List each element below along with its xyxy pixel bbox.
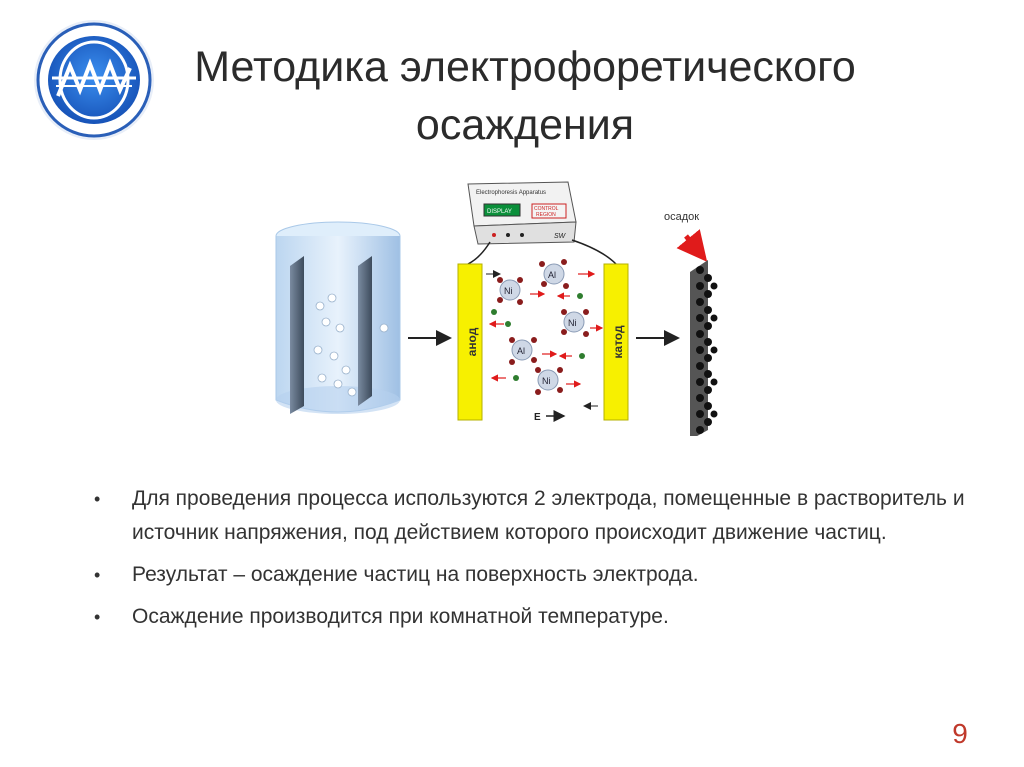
bullet-icon: • (94, 489, 101, 509)
list-item: • Для проведения процесса используются 2… (92, 482, 972, 550)
particle-ni-1: Ni (504, 286, 513, 296)
apparatus-label: Electrophoresis Apparatus (476, 190, 546, 196)
deposit-label: осадок (664, 211, 699, 223)
electrophoresis-diagram: Electrophoresis Apparatus DISPLAY CONTRO… (275, 181, 718, 436)
particle-ni-2: Ni (568, 318, 577, 328)
deposit-electrode: осадок (664, 211, 718, 436)
cathode-label: катод (611, 325, 625, 359)
page-title: Методика электрофоретического осаждения (175, 38, 875, 154)
power-supply-icon: Electrophoresis Apparatus DISPLAY CONTRO… (467, 181, 617, 265)
bullet-text: Для проведения процесса используются 2 э… (132, 487, 965, 544)
title-line-1: Методика электрофоретического (194, 43, 856, 91)
anode-label: анод (465, 327, 479, 356)
cathode-electrode: катод (603, 263, 629, 421)
bullet-text: Осаждение производится при комнатной тем… (132, 605, 669, 628)
beaker-icon (275, 221, 401, 414)
deposit-arrow-icon (676, 229, 708, 262)
particle-al-1: Al (548, 270, 556, 280)
particle-al-2: Al (517, 346, 525, 356)
list-item: • Результат – осаждение частиц на поверх… (92, 558, 972, 592)
bullet-icon: • (94, 565, 101, 585)
field-label: E (534, 412, 541, 423)
bullet-text: Результат – осаждение частиц на поверхно… (132, 563, 699, 586)
control-label-1: CONTROL (534, 206, 559, 212)
bullet-icon: • (94, 607, 101, 627)
title-line-2: осаждения (415, 101, 635, 149)
institute-logo-icon (34, 20, 154, 140)
particle-ni-3: Ni (542, 376, 551, 386)
particle-cluster: Al Ni Ni Al Ni (486, 259, 604, 423)
control-label-2: REGION (536, 212, 556, 218)
display-label: DISPLAY (487, 209, 512, 215)
anode-electrode: анод (457, 263, 483, 421)
bullet-list: • Для проведения процесса используются 2… (92, 482, 972, 642)
sw-label: SW (554, 233, 567, 240)
page-number: 9 (952, 718, 968, 749)
list-item: • Осаждение производится при комнатной т… (92, 600, 972, 634)
